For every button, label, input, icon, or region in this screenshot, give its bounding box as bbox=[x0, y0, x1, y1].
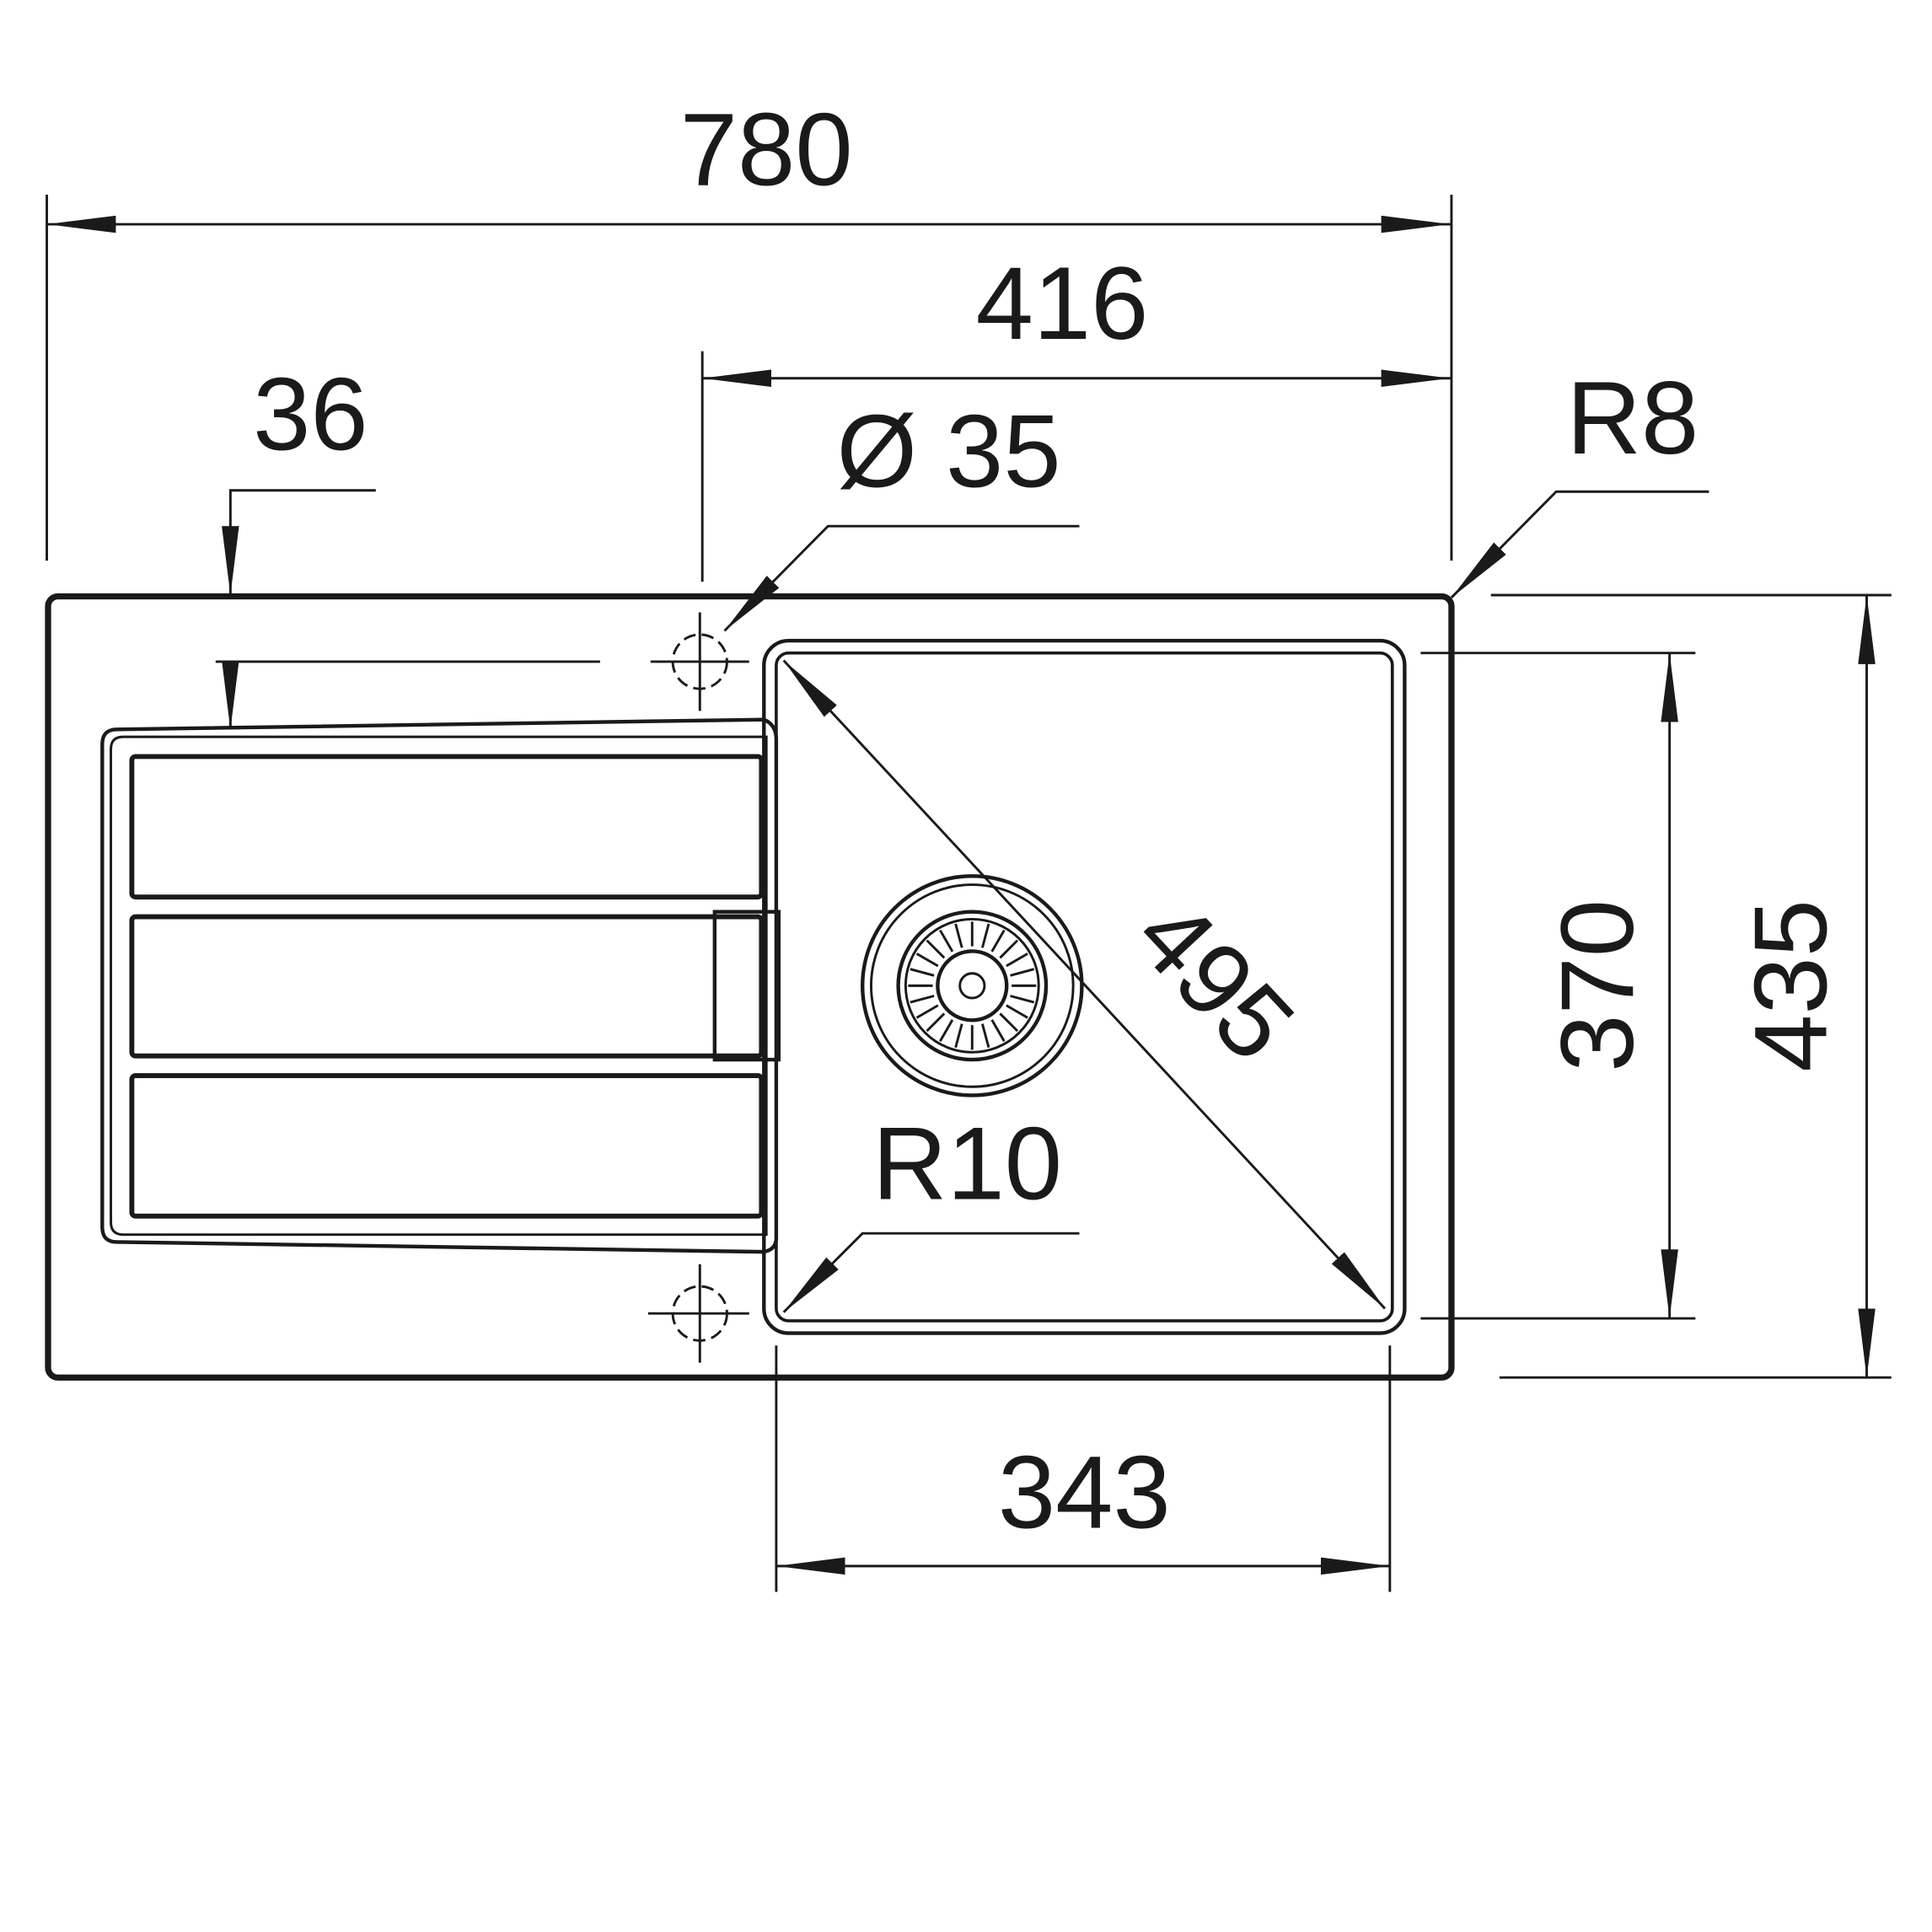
dim-label-435: 435 bbox=[1733, 899, 1849, 1072]
bowl bbox=[762, 638, 1407, 1335]
dim-label-416: 416 bbox=[976, 246, 1149, 362]
strainer-spoke bbox=[1010, 995, 1035, 1004]
dim-bowl-radius: R10 bbox=[782, 1106, 1080, 1313]
strainer-spoke bbox=[954, 1023, 963, 1049]
drainer-rib bbox=[129, 754, 765, 900]
dim-overall-depth: 435 bbox=[1490, 593, 1892, 1379]
strainer-spoke bbox=[1006, 953, 1028, 968]
dim-bowl-depth: 370 bbox=[1420, 652, 1696, 1320]
strainer-spoke bbox=[999, 1012, 1019, 1033]
dim-label-r8: R8 bbox=[1566, 361, 1699, 476]
drain-strainer bbox=[861, 874, 1084, 1097]
dim-tap-hole-offset: 36 bbox=[215, 357, 600, 730]
strainer-spoke bbox=[939, 1019, 954, 1042]
strainer-spoke bbox=[915, 1004, 939, 1019]
strainer-spoke bbox=[910, 995, 935, 1004]
strainer-spoke bbox=[1006, 1004, 1028, 1019]
dim-outer-radius: R8 bbox=[1450, 361, 1709, 598]
dim-overall-width: 780 bbox=[46, 92, 1453, 561]
dim-bowl-width: 343 bbox=[775, 1345, 1392, 1592]
strainer-spoke bbox=[981, 923, 990, 948]
strainer-spoke bbox=[990, 929, 1006, 953]
dim-label-diameter-35: Ø 35 bbox=[836, 394, 1060, 509]
strainer-spoke bbox=[999, 939, 1019, 959]
drainer bbox=[100, 717, 781, 1254]
drainer-rib bbox=[129, 914, 765, 1059]
overflow-slot bbox=[712, 910, 781, 1062]
dim-label-36: 36 bbox=[253, 357, 368, 473]
dim-label-370: 370 bbox=[1540, 899, 1656, 1072]
strainer-spoke bbox=[981, 1023, 990, 1049]
dim-label-343: 343 bbox=[998, 1436, 1171, 1551]
strainer-spoke bbox=[910, 968, 935, 977]
strainer-spoke bbox=[926, 1012, 946, 1033]
dim-label-780: 780 bbox=[680, 92, 853, 207]
dim-bowl-outer-width: 416 bbox=[700, 246, 1451, 582]
strainer-spoke bbox=[939, 929, 954, 953]
tap-hole-bottom bbox=[647, 1264, 749, 1363]
drainer-rib bbox=[129, 1073, 765, 1219]
tap-hole-top bbox=[650, 612, 749, 711]
dim-label-495: 495 bbox=[1114, 877, 1316, 1082]
dim-label-r10: R10 bbox=[872, 1106, 1062, 1221]
strainer-spoke bbox=[1010, 968, 1035, 977]
strainer-spoke bbox=[990, 1019, 1006, 1042]
strainer-spoke bbox=[954, 923, 963, 948]
strainer-spoke bbox=[926, 939, 946, 959]
dim-tap-hole-diameter: Ø 35 bbox=[723, 394, 1080, 632]
strainer-spoke bbox=[915, 953, 939, 968]
